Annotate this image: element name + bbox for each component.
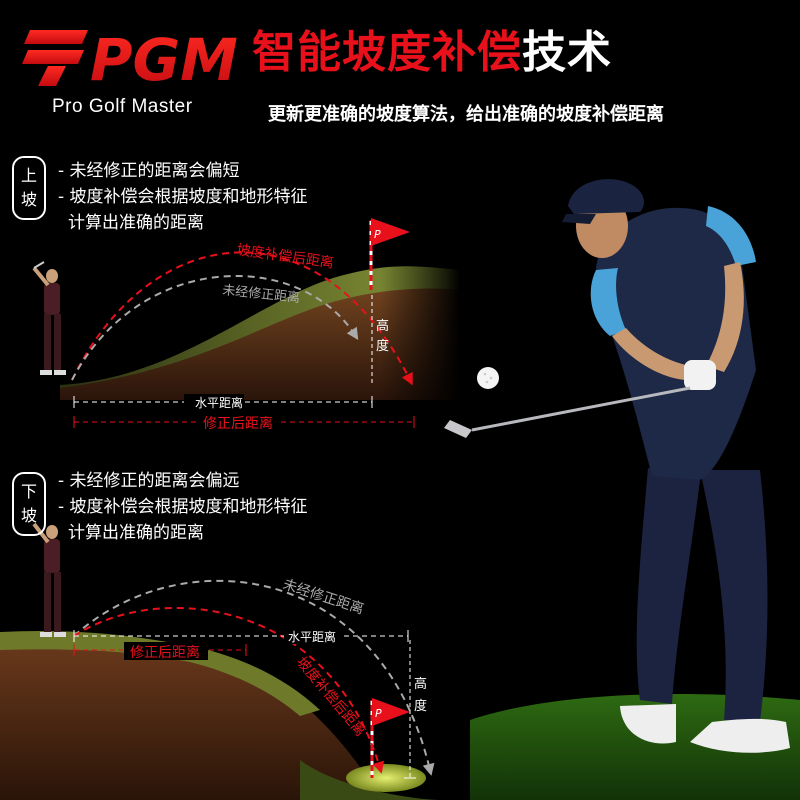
uphill-badge-top: 上 (20, 166, 37, 185)
downhill-bullets: - 未经修正的距离会偏远 - 坡度补偿会根据坡度和地形特征 计算出准确的距离 (58, 468, 308, 546)
brand-tagline: Pro Golf Master (52, 96, 193, 117)
downhill-height-label: 高度 (414, 676, 427, 714)
uphill-horizontal-label: 水平距离 (195, 395, 243, 410)
uphill-bullet-2-cont: 计算出准确的距离 (68, 213, 204, 233)
downhill-golfer (32, 522, 66, 637)
downhill-bullet-1: - 未经修正的距离会偏远 (58, 471, 240, 491)
uphill-compensated-label: 坡度补偿后距离 (235, 241, 334, 271)
downhill-flag-icon (372, 698, 410, 726)
downhill-badge: 下 坡 (12, 472, 46, 536)
uphill-golfer (32, 261, 66, 375)
svg-text:P: P (374, 228, 381, 241)
putting-green (346, 764, 426, 792)
pgm-logo: PGM (22, 26, 238, 92)
uphill-badge-bottom: 坡 (20, 190, 37, 209)
svg-text:P: P (375, 707, 382, 720)
downhill-uncorrected-label: 未经修正距离 (281, 576, 366, 618)
page-title: 智能坡度补偿技术 (252, 16, 612, 80)
downhill-horizontal-label: 水平距离 (288, 629, 336, 644)
page-subtitle: 更新更准确的坡度算法，给出准确的坡度补偿距离 (268, 104, 664, 125)
uphill-corrected-label: 修正后距离 (203, 415, 273, 432)
uphill-diagram: P 坡度补偿后距离 未经修正距离 高度 水平距离 修正后距离 (32, 218, 460, 432)
uphill-flag-icon (371, 218, 410, 246)
downhill-badge-top: 下 (20, 482, 37, 501)
downhill-corrected-label: 修正后距离 (130, 644, 200, 661)
downhill-badge-bottom: 坡 (20, 506, 37, 525)
downhill-bullet-2: - 坡度补偿会根据坡度和地形特征 (58, 497, 308, 517)
uphill-badge: 上 坡 (12, 156, 46, 220)
uphill-bullet-2: - 坡度补偿会根据坡度和地形特征 (58, 187, 308, 207)
uphill-bullets: - 未经修正的距离会偏短 - 坡度补偿会根据坡度和地形特征 计算出准确的距离 (58, 158, 308, 236)
uphill-height-label: 高度 (376, 318, 389, 354)
downhill-bullet-2-cont: 计算出准确的距离 (68, 523, 204, 543)
logo-text: PGM (90, 26, 238, 92)
uphill-bullet-1: - 未经修正的距离会偏短 (58, 161, 240, 181)
title-white: 技术 (522, 27, 612, 78)
golfer-photo (444, 179, 800, 800)
golf-ball (477, 367, 499, 389)
title-red: 智能坡度补偿 (252, 27, 522, 78)
downhill-diagram: P 未经修正距离 坡度补偿后距离 水平距离 修正后距离 高度 (0, 522, 440, 800)
